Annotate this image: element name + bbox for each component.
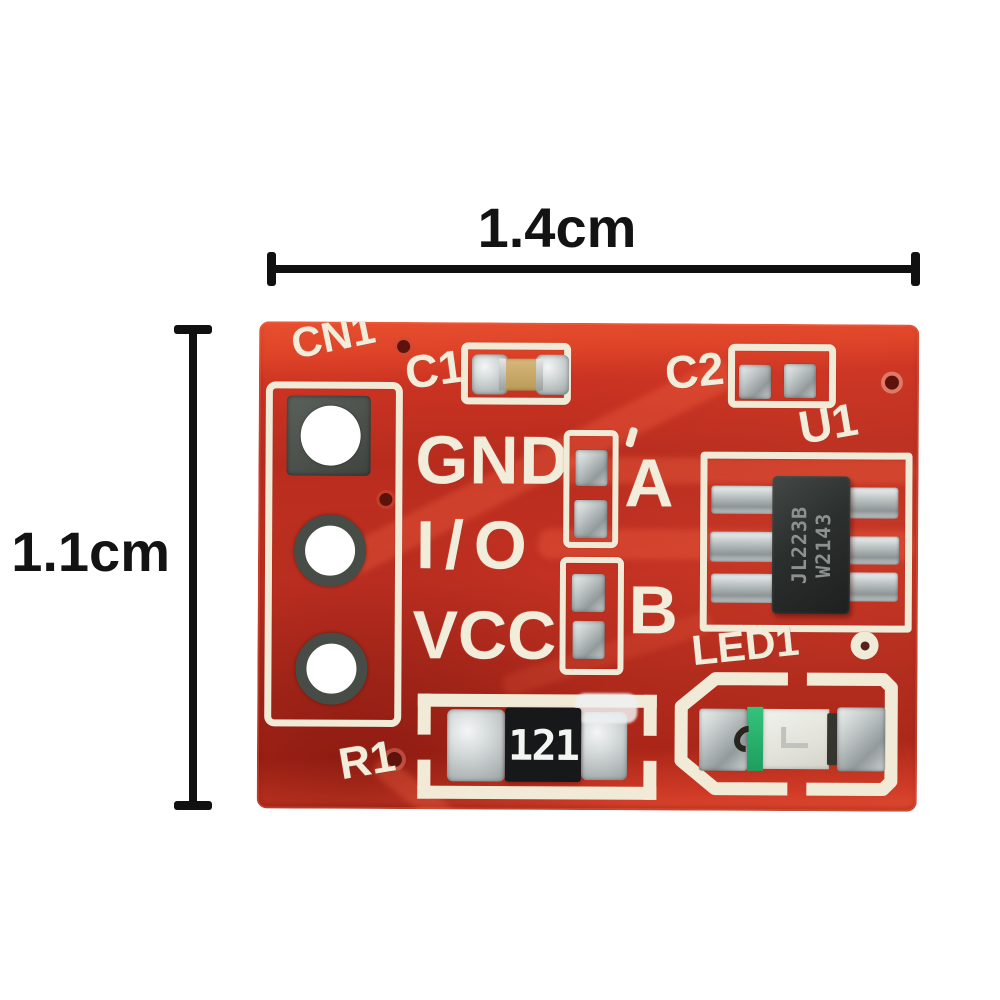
led-body — [762, 708, 830, 770]
height-dimension-top-cap — [174, 325, 212, 334]
ic-lead — [848, 536, 900, 565]
resistor-marking: 121 — [508, 720, 579, 770]
ic-lead — [711, 485, 778, 514]
pin-hole-vcc — [295, 632, 368, 705]
pin-hole-io — [293, 514, 367, 587]
ic-marking-line1: JL223B — [786, 505, 812, 585]
cap1-terminal — [498, 358, 507, 391]
led-label: LED1 — [689, 616, 801, 675]
jumper-b-label: B — [628, 572, 680, 649]
pin-hole-gnd — [300, 405, 361, 466]
pcb-board: CN1 C1 C2 GND I/O VCC A B — [256, 321, 920, 812]
cap1-label: C1 — [401, 339, 468, 399]
resistor-component: 121 — [504, 707, 582, 782]
pin-label-gnd: GND — [415, 422, 570, 499]
height-dimension-label: 1.1cm — [11, 520, 170, 583]
resistor-solder — [446, 709, 506, 782]
led-outline — [674, 672, 898, 797]
height-dimension-line — [189, 328, 197, 810]
cap2-pad — [783, 364, 817, 399]
ic-chip: JL223B W2143 — [771, 475, 851, 615]
width-dimension-line — [270, 265, 918, 273]
jumper-a-label: A — [624, 445, 675, 522]
solder-blob — [575, 692, 638, 724]
cap2-label: C2 — [662, 341, 727, 400]
jumper-a-pad — [575, 449, 608, 487]
resistor-label: R1 — [335, 731, 399, 790]
ic-lead — [710, 531, 779, 562]
ic-marking: JL223B W2143 — [787, 506, 835, 585]
resistor-outline — [417, 693, 657, 800]
pin-label-io: I/O — [415, 507, 537, 584]
width-dimension-left-cap — [267, 252, 276, 286]
jumper-a-pad — [574, 499, 608, 539]
via-hole-white — [850, 631, 879, 660]
via-hole — [379, 492, 393, 506]
via-hole — [884, 375, 900, 390]
width-dimension-right-cap — [911, 252, 920, 286]
led-die-mark — [781, 727, 809, 749]
height-dimension-bottom-cap — [174, 801, 212, 810]
ic-lead — [848, 487, 899, 519]
via-hole-center — [860, 641, 870, 651]
width-dimension-label: 1.4cm — [477, 196, 637, 259]
ic-label: U1 — [794, 392, 862, 454]
led-pad — [836, 707, 886, 772]
jumper-b-pad — [572, 620, 605, 660]
ic-marking-line2: W2143 — [810, 512, 836, 578]
ic-lead — [847, 572, 898, 602]
pin-label-vcc: VCC — [412, 597, 557, 674]
connector-label: CN1 — [287, 321, 380, 368]
cap2-pad — [738, 364, 772, 399]
cap1-component — [498, 358, 544, 391]
cap1-terminal — [535, 358, 544, 391]
led-dark-strip — [826, 713, 838, 766]
ic-lead — [710, 573, 775, 603]
jumper-b-pad — [571, 573, 605, 613]
